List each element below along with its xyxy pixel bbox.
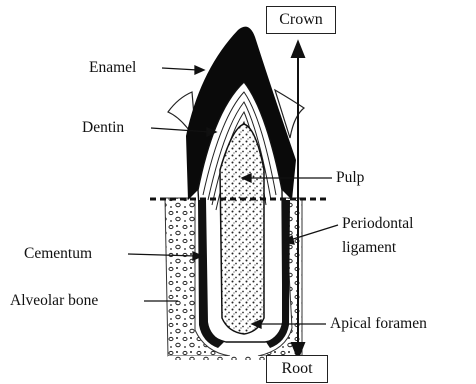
enamel-label: Enamel (89, 60, 136, 76)
pulp-shape (220, 124, 264, 334)
cementum-label: Cementum (24, 246, 92, 262)
crown-label: Crown (279, 11, 323, 28)
periodontal-label-line2: ligament (342, 240, 396, 256)
alveolar-bone-label: Alveolar bone (10, 293, 98, 309)
dentin-label: Dentin (82, 120, 124, 136)
periodontal-label-line1: Periodontal (342, 216, 413, 232)
enamel-leader (162, 68, 198, 70)
crown-label-box: Crown (266, 6, 336, 34)
pulp-label: Pulp (336, 170, 364, 186)
apical-foramen-label: Apical foramen (330, 316, 427, 332)
root-label: Root (281, 360, 312, 377)
root-label-box: Root (266, 355, 328, 383)
